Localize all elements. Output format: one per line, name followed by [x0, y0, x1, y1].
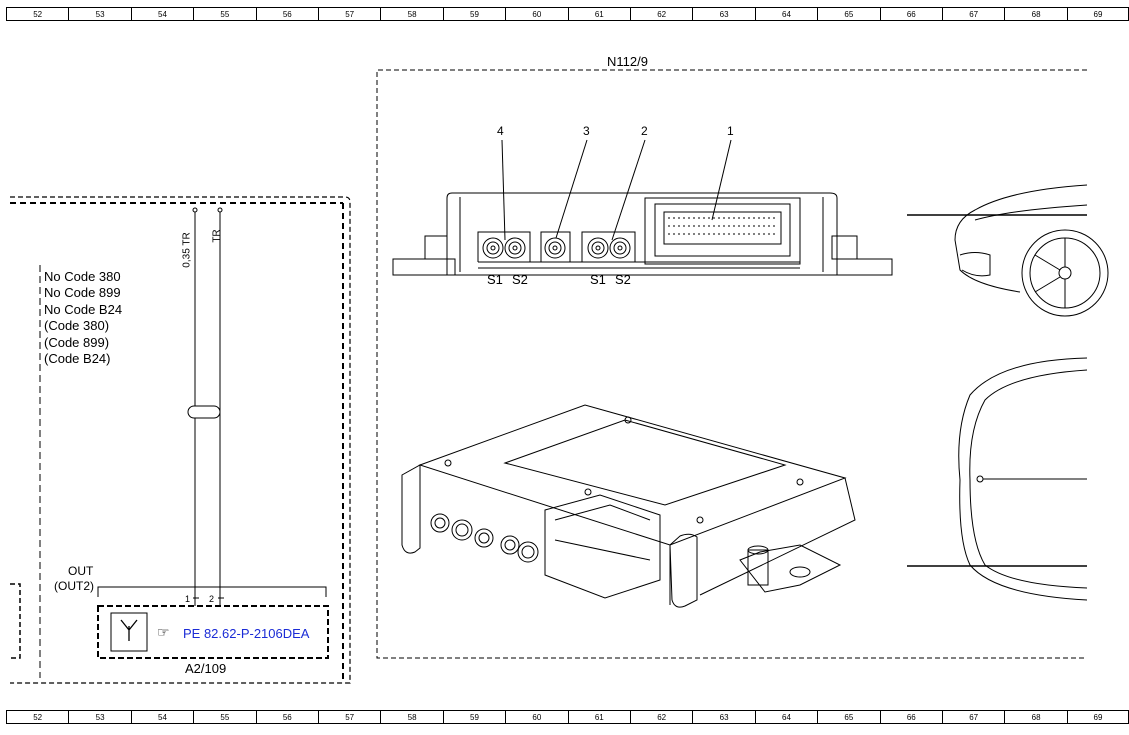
code-condition-2: No Code 899 — [44, 285, 121, 300]
port-label-s1-right: S1 — [590, 272, 606, 287]
ruler-column-63: 63 — [692, 710, 755, 724]
wiring-reference-link[interactable]: PE 82.62-P-2106DEA — [183, 626, 310, 641]
code-condition-3: No Code B24 — [44, 302, 123, 317]
ruler-column-55: 55 — [193, 7, 256, 21]
antenna-component-box — [97, 605, 329, 659]
wire-1-label: 0,35 TR — [181, 232, 193, 268]
module-isometric-view — [401, 404, 856, 608]
ruler-column-56: 56 — [255, 7, 318, 21]
ruler-column-57: 57 — [318, 7, 381, 21]
code-condition-4: (Code 380) — [44, 318, 110, 333]
callout-3: 3 — [583, 124, 590, 138]
pin-1-label: 1 — [185, 594, 191, 604]
wiring-diagram — [10, 69, 1109, 684]
ruler-column-60: 60 — [505, 710, 568, 724]
ruler-column-65: 65 — [817, 7, 880, 21]
port-label-s1-left: S1 — [487, 272, 503, 287]
ruler-column-64: 64 — [754, 710, 818, 724]
ruler-column-61: 61 — [567, 7, 630, 21]
ruler-column-52: 52 — [6, 710, 69, 724]
code-condition-6: (Code B24) — [44, 351, 111, 366]
ruler-column-66: 66 — [879, 710, 942, 724]
module-region-border — [376, 69, 1087, 659]
out-label: OUT — [68, 564, 94, 578]
callout-4: 4 — [497, 124, 504, 138]
ruler-column-53: 53 — [68, 710, 131, 724]
ruler-column-68: 68 — [1004, 710, 1067, 724]
ruler-column-61: 61 — [567, 710, 630, 724]
out-bracket — [97, 586, 327, 597]
ruler-column-57: 57 — [318, 710, 381, 724]
ruler-column-68: 68 — [1004, 7, 1067, 21]
ruler-column-59: 59 — [442, 7, 506, 21]
port-label-s2-left: S2 — [512, 272, 528, 287]
callout-2: 2 — [641, 124, 648, 138]
module-front-view — [392, 139, 893, 276]
ruler-column-63: 63 — [692, 7, 755, 21]
ruler-column-65: 65 — [817, 710, 880, 724]
ruler-column-56: 56 — [255, 710, 318, 724]
ruler-column-67: 67 — [942, 7, 1005, 21]
ruler-column-67: 67 — [942, 710, 1005, 724]
code-condition-5: (Code 899) — [44, 335, 110, 350]
code-condition-1: No Code 380 — [44, 269, 121, 284]
vehicle-front-view — [907, 357, 1088, 601]
harness-region-border — [10, 196, 351, 684]
ruler-column-60: 60 — [505, 7, 568, 21]
ruler-column-52: 52 — [6, 7, 69, 21]
port-label-s2-right: S2 — [615, 272, 631, 287]
ruler-column-55: 55 — [193, 710, 256, 724]
ruler-column-58: 58 — [380, 7, 443, 21]
vehicle-side-view — [907, 184, 1109, 317]
callout-1: 1 — [727, 124, 734, 138]
antenna-icon — [120, 619, 138, 641]
twisted-pair-marker — [187, 405, 221, 419]
antenna-component-id: A2/109 — [185, 661, 227, 676]
ruler-column-58: 58 — [380, 710, 443, 724]
wire-2-label: TR — [211, 229, 223, 243]
module-id-label: N112/9 — [607, 54, 648, 69]
ruler-column-54: 54 — [130, 710, 194, 724]
ruler-column-62: 62 — [630, 710, 693, 724]
ruler-column-59: 59 — [442, 710, 506, 724]
ruler-column-66: 66 — [879, 7, 942, 21]
ruler-column-64: 64 — [754, 7, 818, 21]
ruler-column-53: 53 — [68, 7, 131, 21]
ruler-column-62: 62 — [630, 7, 693, 21]
hand-pointer-icon: ☞ — [157, 624, 170, 640]
pin-2-label: 2 — [209, 594, 215, 604]
out2-label: (OUT2) — [54, 579, 94, 593]
ruler-column-54: 54 — [130, 7, 194, 21]
